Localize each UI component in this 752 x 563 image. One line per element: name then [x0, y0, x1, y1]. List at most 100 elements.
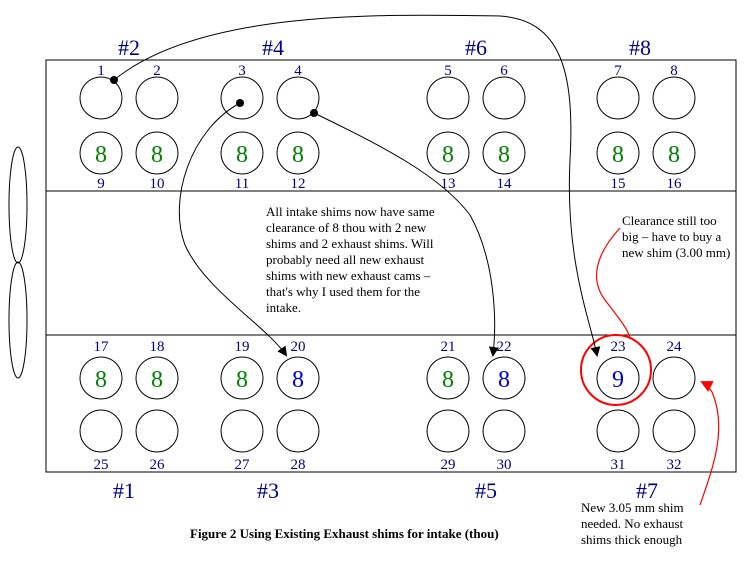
valve-clearance-12: 8	[292, 142, 304, 168]
valve-clearance-23: 9	[612, 367, 624, 393]
engine-block-outline	[45, 59, 737, 473]
valve-29	[426, 409, 470, 453]
valve-number-6: 6	[500, 63, 508, 79]
valve-number-21: 21	[441, 339, 456, 355]
valve-number-16: 16	[667, 176, 683, 192]
valve-number-26: 26	[150, 457, 166, 473]
valve-18	[135, 356, 179, 400]
valve-number-1: 1	[97, 63, 105, 79]
valve-8	[652, 76, 696, 120]
valve-number-20: 20	[291, 339, 306, 355]
valve-12	[276, 131, 320, 175]
valve-clearance-11: 8	[236, 142, 248, 168]
valve-22	[482, 356, 526, 400]
cylinder-label-3: #3	[257, 478, 279, 503]
clearance-note: Clearance still too big – have to buy a …	[622, 213, 731, 260]
valve-7	[596, 76, 640, 120]
valve-23	[596, 356, 640, 400]
valve-13	[426, 131, 470, 175]
valve-number-19: 19	[235, 339, 250, 355]
new-shim-note: New 3.05 mm shim needed. No exhaust shim…	[581, 500, 684, 547]
valve-clearance-18: 8	[151, 367, 163, 393]
valve-27	[220, 409, 264, 453]
valve-number-12: 12	[291, 176, 306, 192]
valve-number-18: 18	[150, 339, 165, 355]
arrow-4-to-22	[313, 112, 499, 357]
arrow-clearance-note	[596, 227, 631, 339]
highlight-circle	[580, 334, 652, 406]
valve-number-11: 11	[235, 176, 249, 192]
valve-clearance-15: 8	[612, 142, 624, 168]
valve-number-25: 25	[94, 457, 109, 473]
valve-10	[135, 131, 179, 175]
valve-3	[220, 76, 264, 120]
cylinder-labels-bottom: #1#3#5#7	[113, 478, 658, 503]
valve-14	[482, 131, 526, 175]
valve-21	[426, 356, 470, 400]
arrow-1-to-23	[113, 14, 601, 357]
valve-20	[276, 356, 320, 400]
valve-1	[79, 76, 123, 120]
valve-number-5: 5	[444, 63, 452, 79]
valve-number-7: 7	[614, 63, 622, 79]
valve-clearance-16: 8	[668, 142, 680, 168]
valve-clearance-21: 8	[442, 367, 454, 393]
valve-number-15: 15	[611, 176, 626, 192]
arrow-new-shim-note	[699, 381, 720, 506]
valve-16	[652, 131, 696, 175]
valve-number-14: 14	[497, 176, 513, 192]
valve-number-28: 28	[291, 457, 306, 473]
main-note: All intake shims now have same clearance…	[266, 204, 435, 315]
valve-number-31: 31	[611, 457, 626, 473]
cylinder-label-7: #7	[636, 478, 658, 503]
valve-clearance-10: 8	[151, 142, 163, 168]
cylinder-label-8: #8	[629, 35, 651, 60]
valve-26	[135, 409, 179, 453]
valve-number-27: 27	[235, 457, 251, 473]
valve-clearance-19: 8	[236, 367, 248, 393]
valve-number-4: 4	[294, 63, 302, 79]
valve-number-9: 9	[97, 176, 105, 192]
valve-number-10: 10	[150, 176, 165, 192]
valve-number-24: 24	[667, 339, 683, 355]
valve-2	[135, 76, 179, 120]
valve-number-13: 13	[441, 176, 456, 192]
valve-25	[79, 409, 123, 453]
valve-31	[596, 409, 640, 453]
cylinder-labels-top: #2#4#6#8	[118, 35, 651, 60]
cylinder-label-6: #6	[465, 35, 487, 60]
valves-top-bank: 1 8 9 2 8 10 3 8 11 4 8 12 5 8 13 6 8 14 7 8 15 8 8 16	[79, 63, 696, 192]
valve-number-30: 30	[497, 457, 512, 473]
valve-19	[220, 356, 264, 400]
valve-number-22: 22	[497, 339, 512, 355]
valve-number-32: 32	[667, 457, 682, 473]
valve-32	[652, 409, 696, 453]
figure-caption: Figure 2 Using Existing Exhaust shims fo…	[190, 526, 499, 541]
valve-number-3: 3	[238, 63, 246, 79]
valve-number-29: 29	[441, 457, 456, 473]
valve-number-8: 8	[670, 63, 678, 79]
valve-11	[220, 131, 264, 175]
valve-5	[426, 76, 470, 120]
valve-clearance-13: 8	[442, 142, 454, 168]
cylinder-label-1: #1	[113, 478, 135, 503]
valve-number-2: 2	[153, 63, 161, 79]
valve-clearance-17: 8	[95, 367, 107, 393]
valve-clearance-14: 8	[498, 142, 510, 168]
valve-24	[652, 356, 696, 400]
valve-clearance-20: 8	[292, 367, 304, 393]
valve-6	[482, 76, 526, 120]
arrow-3-to-20	[178, 102, 288, 357]
valve-30	[482, 409, 526, 453]
valve-9	[79, 131, 123, 175]
valve-clearance-22: 8	[498, 367, 510, 393]
cylinder-label-4: #4	[262, 35, 284, 60]
valve-4	[276, 76, 320, 120]
valve-number-23: 23	[611, 339, 626, 355]
fan-icon	[8, 146, 28, 379]
valve-17	[79, 356, 123, 400]
valve-clearance-9: 8	[95, 142, 107, 168]
valve-28	[276, 409, 320, 453]
